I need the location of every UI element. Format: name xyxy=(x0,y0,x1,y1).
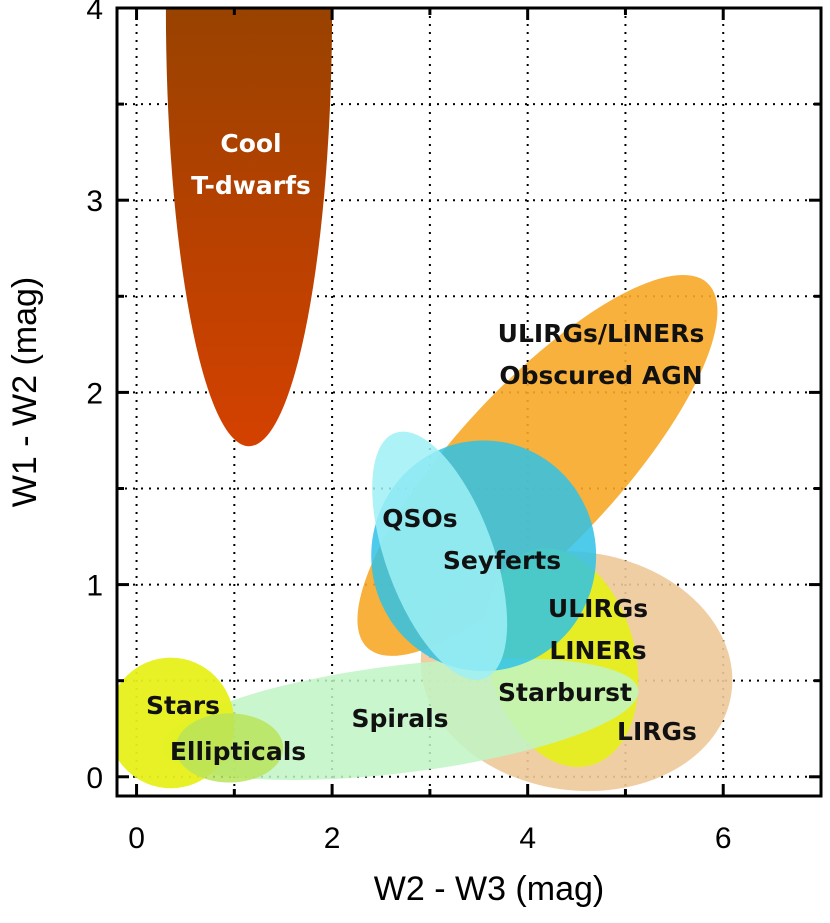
x-tick-label: 4 xyxy=(519,822,536,855)
region-ellipticals xyxy=(175,713,284,783)
y-tick-label: 3 xyxy=(86,185,103,218)
region-label-cool-t-dwarfs: Cool xyxy=(220,129,281,158)
region-qsos xyxy=(372,431,508,680)
region-label-seyferts: Seyferts xyxy=(443,546,561,575)
region-label-lirgs: LIRGs xyxy=(617,717,697,746)
x-axis-label: W2 - W3 (mag) xyxy=(374,870,604,908)
region-cool-t-dwarfs xyxy=(165,8,333,447)
region-label-ulirgs-liners-obscured-agn: Obscured AGN xyxy=(499,361,702,390)
x-tick-label: 6 xyxy=(715,822,732,855)
plot-frame xyxy=(115,6,823,798)
y-tick-label: 0 xyxy=(86,762,103,795)
region-label-ulirgs-liners-starburst: LINERs xyxy=(549,636,646,665)
y-axis-label: W1 - W2 (mag) xyxy=(6,277,44,507)
region-label-qsos: QSOs xyxy=(382,504,457,533)
region-label-stars: Stars xyxy=(146,691,220,720)
region-label-ulirgs-liners-starburst: ULIRGs xyxy=(548,594,648,623)
y-tick-label: 4 xyxy=(86,0,103,26)
region-label-cool-t-dwarfs: T-dwarfs xyxy=(191,171,311,200)
region-label-ulirgs-liners-starburst: Starburst xyxy=(498,678,632,707)
region-label-ulirgs-liners-obscured-agn: ULIRGs/LINERs xyxy=(498,319,705,348)
regions xyxy=(117,8,733,792)
x-tick-label: 0 xyxy=(128,822,145,855)
ticks: 0 2 4 6 0 1 2 3 4 xyxy=(86,0,823,855)
x-tick-label: 2 xyxy=(324,822,341,855)
region-label-spirals: Spirals xyxy=(351,704,448,733)
y-tick-label: 1 xyxy=(86,570,103,603)
y-tick-label: 2 xyxy=(86,377,103,410)
region-label-ellipticals: Ellipticals xyxy=(170,737,306,766)
